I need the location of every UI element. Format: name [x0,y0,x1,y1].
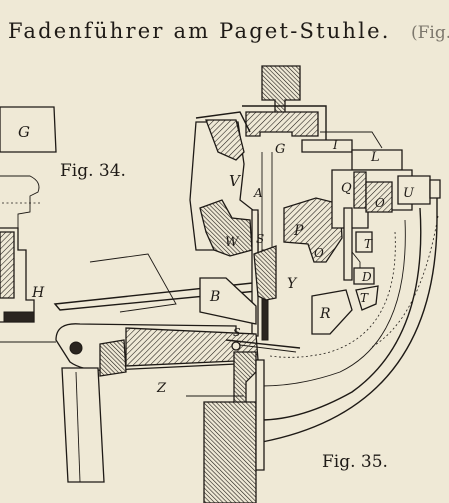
fig35-drawing: G I L V A W S P O Q O U [53,65,441,503]
fig35-label-G: G [275,142,285,157]
fig35-label-T-upper: T [364,237,373,251]
fig35-label-R: R [319,306,331,322]
fig35-caption: Fig. 35. [322,452,388,472]
fig35-label-W: W [225,235,240,250]
fig35-label-I: I [332,138,338,152]
plate-title: Fadenführer am Paget-Stuhle. [8,19,391,43]
plate-title-cut: (Fig. [411,23,449,43]
fig34-label-G: G [18,123,30,141]
fig35-label-O: O [375,196,385,210]
fig34-caption: Fig. 34. [60,161,126,181]
fig35-label-S-upper: S [256,232,264,246]
fig35-label-O-lower: O [314,246,324,260]
fig35-label-D: D [361,270,372,284]
fig35-label-T-lower: T [360,291,369,305]
fig35-label-A: A [253,186,263,200]
fig35-label-S-lower: S [233,326,241,339]
fig34-label-H: H [31,285,45,301]
fig35-label-Z: Z [156,381,167,396]
fig34-drawing: G H [0,106,57,343]
fig35-label-Y: Y [287,276,298,292]
fig35-label-L: L [370,150,380,165]
fig35-label-U: U [403,186,415,201]
fig35-label-P: P [293,223,304,239]
fig35-label-V: V [229,172,242,190]
fig35-label-B: B [209,289,220,305]
fig35-label-Q: Q [341,181,352,196]
